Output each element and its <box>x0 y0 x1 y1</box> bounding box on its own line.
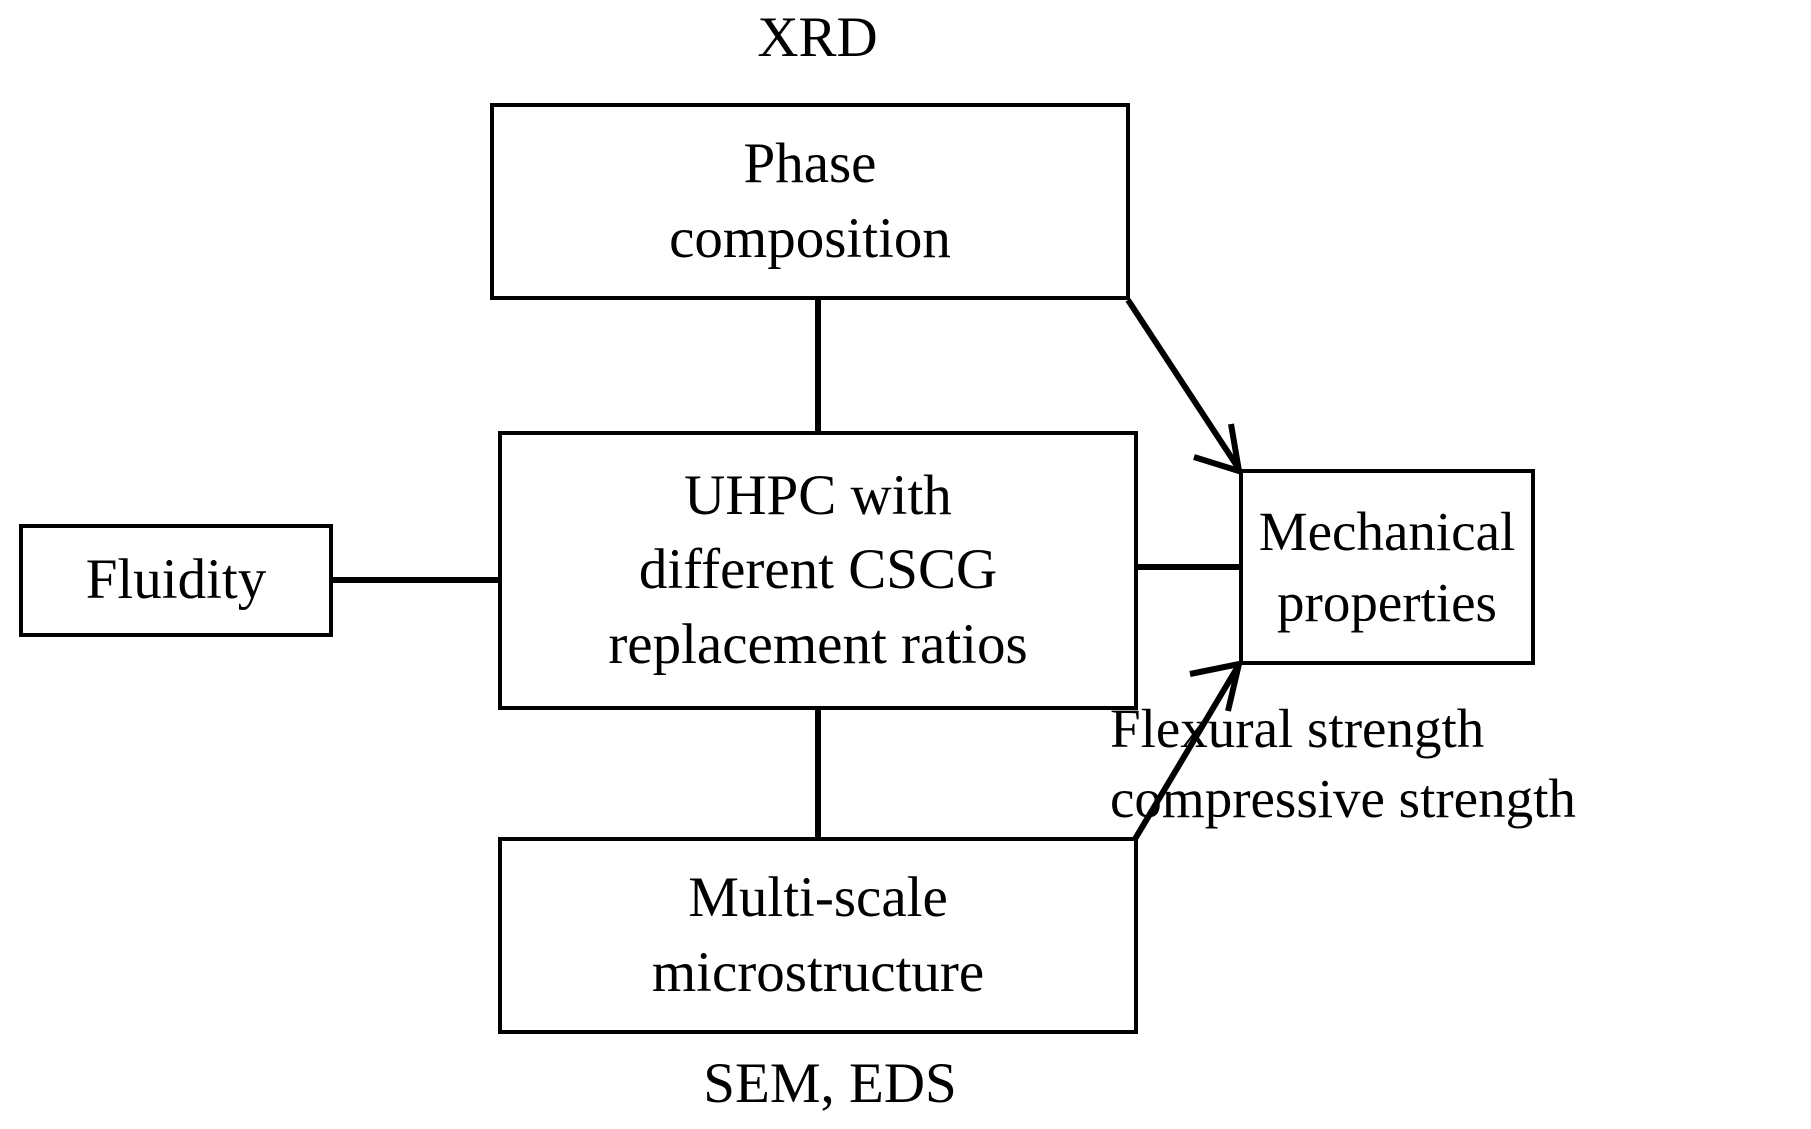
annotation-sem-eds: SEM, EDS <box>703 1052 957 1115</box>
node-mechanical-properties[interactable]: Mechanical properties <box>1239 469 1535 665</box>
edge-microstructure-to-mechanical-arrow <box>1132 666 1240 841</box>
annotation-xrd: XRD <box>757 6 878 69</box>
node-multi-scale-microstructure-label: Multi-scale microstructure <box>651 866 985 1004</box>
node-multi-scale-microstructure[interactable]: Multi-scale microstructure <box>498 837 1138 1034</box>
node-uhpc-label: UHPC with different CSCG replacement rat… <box>608 464 1028 676</box>
node-phase-composition-label: Phase composition <box>669 132 951 270</box>
node-uhpc[interactable]: UHPC with different CSCG replacement rat… <box>498 431 1138 710</box>
node-mechanical-properties-label: Mechanical properties <box>1258 500 1516 634</box>
annotation-strength-notes: Flexural strength compressive strength <box>1110 698 1576 830</box>
node-phase-composition[interactable]: Phase composition <box>490 103 1130 300</box>
node-fluidity[interactable]: Fluidity <box>19 524 333 637</box>
edge-phase-to-mechanical-arrow <box>1125 298 1240 468</box>
node-fluidity-label: Fluidity <box>85 548 267 612</box>
